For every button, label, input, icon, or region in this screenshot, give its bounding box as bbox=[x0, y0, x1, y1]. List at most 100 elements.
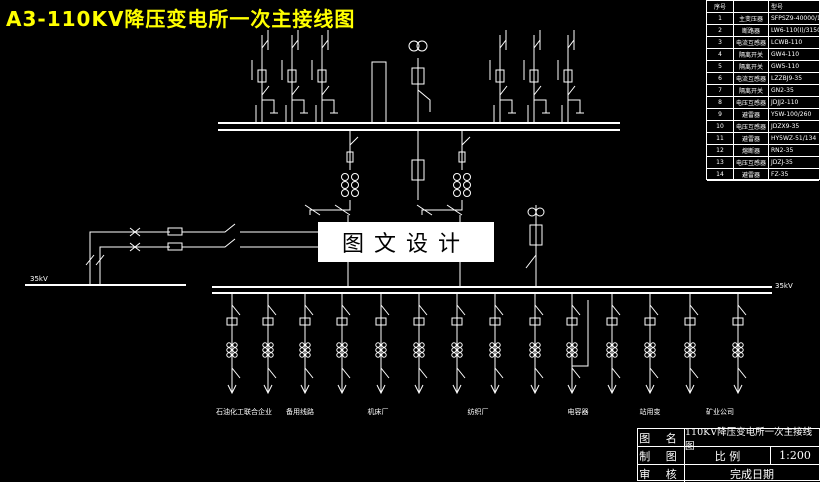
lv-feeder-bay bbox=[732, 293, 747, 395]
tx-lv-switch bbox=[304, 204, 351, 216]
feeder-ct bbox=[738, 347, 744, 353]
tx-winding bbox=[453, 181, 461, 189]
feeder-ct bbox=[732, 347, 738, 353]
pt-fuse bbox=[411, 67, 425, 85]
feeder-label: 站用变 bbox=[639, 408, 661, 416]
feeder-ct bbox=[381, 347, 387, 353]
legend-header: 序号 型号 bbox=[707, 1, 819, 13]
feeder-ct bbox=[572, 347, 578, 353]
tx-winding bbox=[463, 189, 471, 197]
feeder-breaker bbox=[451, 317, 463, 326]
feeder-breaker bbox=[684, 317, 696, 326]
feeder-ct bbox=[690, 347, 696, 353]
legend-name: 隔离开关 bbox=[734, 61, 769, 72]
legend-name: 断路器 bbox=[734, 25, 769, 36]
feeder-ct bbox=[268, 342, 274, 348]
disconnector-symbol bbox=[533, 85, 542, 96]
feeder-arrow bbox=[452, 384, 462, 395]
feeder-ct bbox=[299, 347, 305, 353]
legend-no: 3 bbox=[707, 37, 734, 48]
hv-bay bbox=[489, 30, 516, 123]
feeder-arrow bbox=[490, 384, 500, 395]
hv-bay bbox=[311, 30, 338, 123]
legend-no: 5 bbox=[707, 61, 734, 72]
feeder-disconnector bbox=[649, 367, 659, 379]
legend-model: LZZBJ9-35 bbox=[771, 75, 803, 82]
legend-model: GN2-35 bbox=[771, 87, 794, 94]
feeder-ct bbox=[342, 347, 348, 353]
disconnector-symbol bbox=[567, 85, 576, 96]
tx-breaker bbox=[346, 151, 354, 163]
tx-winding bbox=[351, 173, 359, 181]
lv-feeder-bay bbox=[644, 293, 659, 395]
feeder-disconnector bbox=[571, 304, 581, 316]
title-block-date-key: 完成日期 bbox=[730, 467, 774, 481]
feeder-ct bbox=[738, 352, 744, 358]
lv-feeder-bay bbox=[262, 293, 277, 395]
feeder-ct bbox=[413, 352, 419, 358]
lv-feeder-bay bbox=[413, 293, 428, 395]
legend-name: 隔离开关 bbox=[734, 49, 769, 60]
legend-no: 11 bbox=[707, 133, 734, 144]
feeder-ct bbox=[606, 352, 612, 358]
disconnector-symbol bbox=[321, 39, 329, 49]
feeder-disconnector bbox=[418, 304, 428, 316]
tx-winding bbox=[351, 181, 359, 189]
feeder-ct bbox=[262, 347, 268, 353]
feeder-disconnector bbox=[689, 304, 699, 316]
feeder-disconnector bbox=[571, 367, 581, 379]
tx-lv-lead bbox=[309, 200, 351, 215]
feeder-ct bbox=[232, 347, 238, 353]
feeder-ct bbox=[268, 347, 274, 353]
pt-winding bbox=[416, 40, 428, 52]
legend-model: GW5-110 bbox=[771, 63, 800, 70]
earth-switch-symbol bbox=[322, 99, 338, 114]
breaker-symbol bbox=[529, 69, 539, 83]
feeder-ct bbox=[606, 342, 612, 348]
feeder-ct bbox=[232, 352, 238, 358]
feeder-ct bbox=[612, 352, 618, 358]
lv-feeder-bay bbox=[529, 293, 544, 395]
feeder-ct bbox=[226, 352, 232, 358]
feeder-ct bbox=[644, 342, 650, 348]
feeder-label: 矿业公司 bbox=[706, 408, 734, 416]
tx-breaker bbox=[458, 151, 466, 163]
hv-bay bbox=[251, 30, 278, 123]
feeder-ct bbox=[381, 342, 387, 348]
breaker-symbol bbox=[317, 69, 327, 83]
tx-lv-switch bbox=[416, 204, 463, 216]
feeder-disconnector bbox=[689, 367, 699, 379]
hv-bay bbox=[281, 30, 308, 123]
legend-model: Y5W-100/260 bbox=[771, 111, 812, 118]
feeder-breaker bbox=[606, 317, 618, 326]
feeder-arrow bbox=[376, 384, 386, 395]
feeder-ct bbox=[535, 352, 541, 358]
feeder-disconnector bbox=[649, 304, 659, 316]
feeder-label: 备用线路 bbox=[286, 408, 314, 416]
feeder-ct bbox=[684, 342, 690, 348]
feeder-breaker bbox=[489, 317, 501, 326]
disconnector-symbol bbox=[291, 39, 299, 49]
diagram-title: A3-110KV降压变电所一次主接线图 bbox=[6, 7, 356, 31]
feeder-arrow bbox=[300, 384, 310, 395]
transformer-bay bbox=[304, 130, 359, 287]
feeder-ct bbox=[606, 347, 612, 353]
feeder-ct bbox=[566, 347, 572, 353]
feeder-ct bbox=[226, 347, 232, 353]
tx-disconnector bbox=[349, 136, 359, 146]
tx-winding bbox=[463, 181, 471, 189]
capacitor-loop bbox=[571, 293, 589, 367]
feeder-ct bbox=[413, 342, 419, 348]
lv-pt-switch bbox=[525, 254, 537, 269]
legend-name: 主变压器 bbox=[734, 13, 769, 24]
feeder-ct bbox=[495, 347, 501, 353]
legend-name: 隔离开关 bbox=[734, 85, 769, 96]
feeder-ct bbox=[732, 342, 738, 348]
pt-winding bbox=[408, 40, 420, 52]
feeder-disconnector bbox=[231, 367, 241, 379]
